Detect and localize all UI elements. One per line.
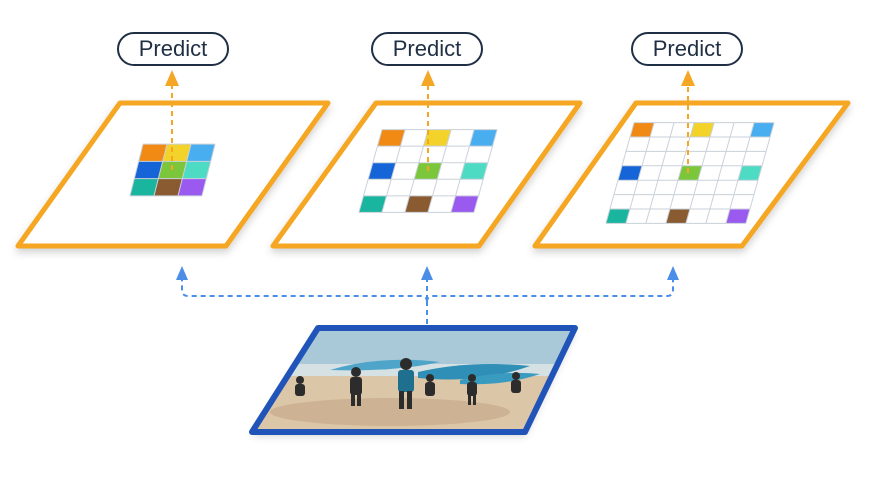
patch-brown [404,195,433,213]
predict-arrows [165,70,695,173]
connector-right [426,278,674,303]
arrow-up-icon [421,70,435,86]
medium-scale-grid [358,129,498,213]
patch-orange [377,129,406,147]
connector-left [181,278,428,303]
patch-teal [605,209,630,224]
patch-brown [665,209,690,224]
arrow-up-icon [667,266,679,280]
patch-green [677,165,703,181]
arrow-up-icon [176,266,188,280]
patch-yellow [690,122,715,137]
patch-teal-light [182,161,211,179]
feature-connectors [181,278,674,324]
patch-purple [177,178,207,196]
patch-teal [358,195,387,213]
patch-teal-light [460,162,488,180]
patch-yellow [162,144,192,162]
predict-label: Predict [117,32,229,66]
patch-yellow [423,129,452,147]
patch-light-blue [469,129,498,147]
patch-brown [153,178,183,196]
connector-arrowheads [176,266,679,280]
patch-teal-light [737,165,763,181]
patch-orange [630,122,655,137]
medium-scale-grid-panel [270,100,583,249]
patch-light-blue [186,144,216,162]
patch-blue [368,162,396,180]
input-image [249,325,578,435]
arrow-up-icon [421,266,433,280]
patch-light-blue [750,122,775,137]
patch-blue [134,161,163,179]
predict-label: Predict [371,32,483,66]
patch-blue [617,165,643,181]
predict-label: Predict [631,32,743,66]
patch-teal [129,178,159,196]
coarse-scale-grid-panel [532,100,851,249]
patch-purple [450,195,479,213]
patch-purple [725,209,750,224]
arrow-up-icon [681,70,695,86]
arrow-up-icon [165,70,179,86]
patch-orange [138,144,168,162]
coarse-scale-grid [605,122,775,224]
